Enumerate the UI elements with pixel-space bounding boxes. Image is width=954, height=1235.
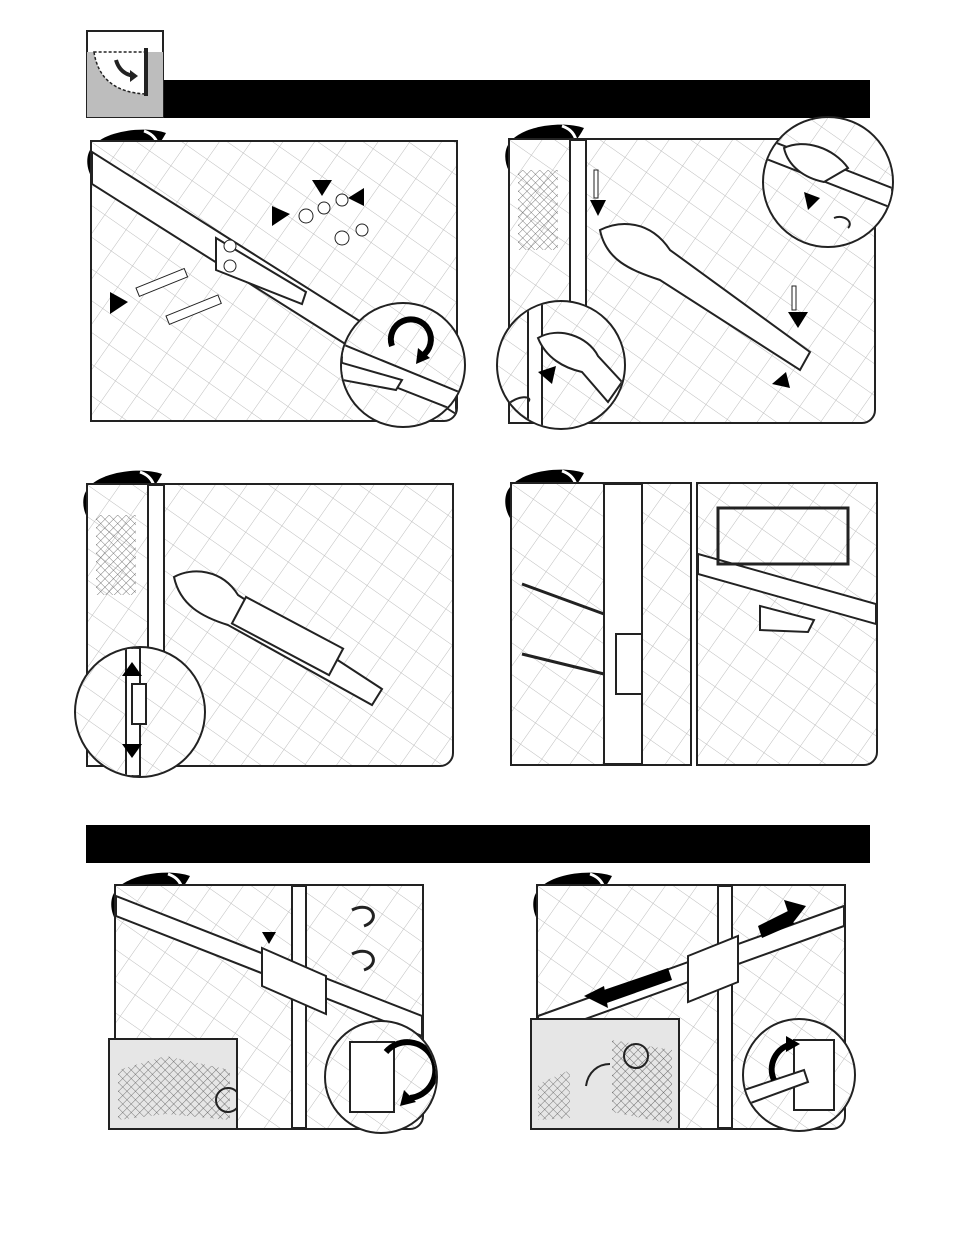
step-3-detail-inset (74, 646, 206, 778)
step-4-right-panel (696, 482, 878, 766)
step-5-detail-inset (324, 1020, 438, 1134)
step-6-detail-inset (742, 1018, 856, 1132)
step-6-gate-inset (530, 1018, 680, 1130)
step-2-bottom-detail-inset (496, 300, 626, 430)
step-2-top-detail-inset (762, 116, 894, 248)
step-1-detail-inset (340, 302, 466, 428)
gate-swing-icon (86, 30, 164, 118)
section-1-header-bar (164, 80, 870, 118)
section-2-header-bar (86, 825, 870, 863)
step-5-gate-inset (108, 1038, 238, 1130)
step-4-left-panel (510, 482, 692, 766)
